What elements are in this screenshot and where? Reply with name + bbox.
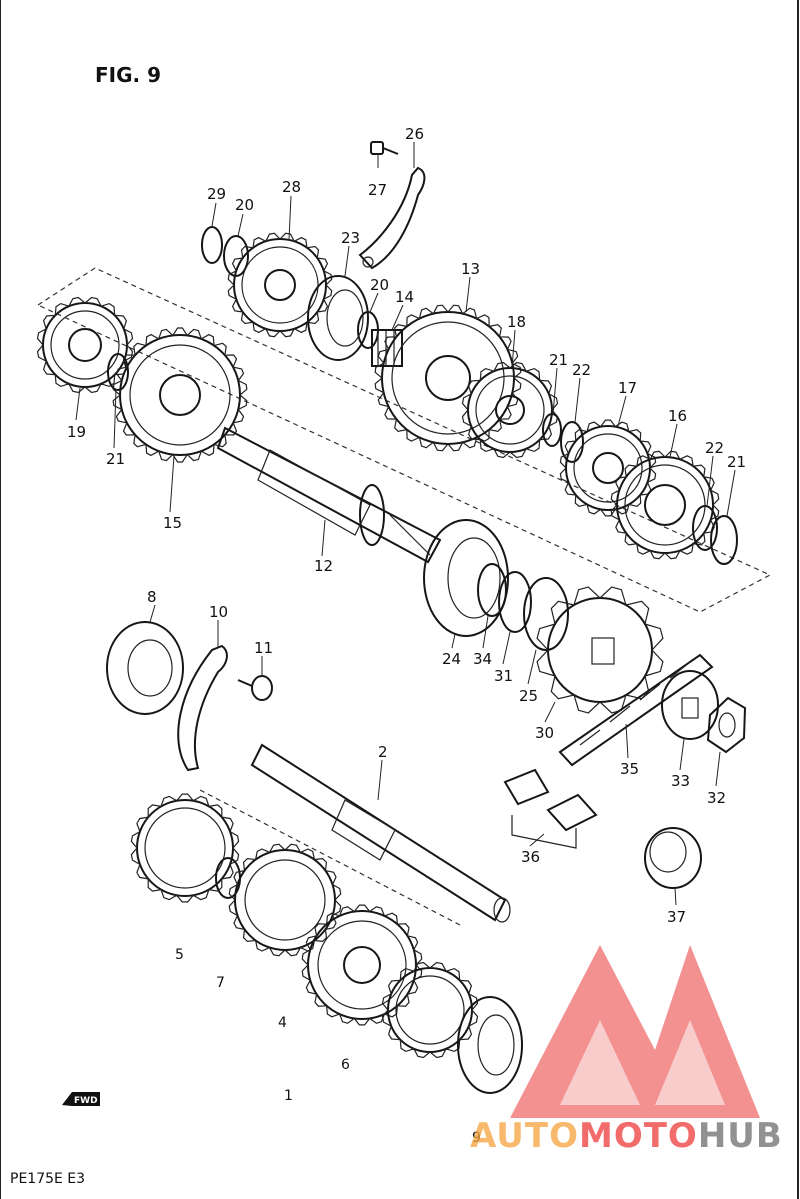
callout-4: 4 [278, 1015, 287, 1031]
countershaft-group-outline [36, 267, 772, 613]
retainer-plate-10 [177, 644, 228, 772]
callout-15: 15 [163, 514, 182, 532]
callout-35: 35 [620, 760, 639, 778]
driveshaft-2 [250, 743, 511, 923]
callout-18: 18 [507, 313, 526, 331]
callout-20a: 20 [235, 196, 254, 214]
leader-lines [75, 142, 736, 906]
callout-13: 13 [461, 260, 480, 278]
callout-16: 16 [668, 407, 687, 425]
callout-26: 26 [405, 125, 424, 143]
watermark-moto: MOTO [579, 1116, 698, 1156]
circlip-29 [201, 226, 223, 264]
bearing-24 [423, 519, 509, 637]
callout-2: 2 [378, 743, 388, 761]
callout-11: 11 [254, 639, 273, 657]
callout-8: 8 [147, 588, 157, 606]
callout-33: 33 [671, 772, 690, 790]
watermark-text: AUTOMOTOHUB [470, 1116, 783, 1156]
washer-22a [560, 421, 584, 463]
gear-28 [227, 232, 333, 338]
spacer-25 [523, 577, 569, 651]
drive-chain-35 [558, 653, 714, 767]
callout-22a: 22 [572, 361, 591, 379]
diagram-code: PE175E E3 [10, 1171, 85, 1187]
callout-32: 32 [707, 789, 726, 807]
gear-5 [130, 793, 240, 903]
nut-32 [706, 696, 747, 754]
callout-23: 23 [341, 229, 360, 247]
callout-24: 24 [442, 650, 461, 668]
gear-13 [374, 304, 522, 452]
callout-6: 6 [341, 1057, 350, 1073]
forward-direction-arrow: FWD [62, 1092, 100, 1106]
callout-labels: 26 27 29 20 28 23 20 14 13 18 21 22 17 1… [67, 125, 746, 1146]
watermark-auto: AUTO [470, 1116, 579, 1156]
spacer-34 [477, 563, 507, 617]
washer-22b [692, 505, 718, 551]
figure-title: FIG. 9 [95, 63, 161, 87]
callout-36: 36 [521, 848, 540, 866]
needle-bearing-14 [371, 329, 403, 367]
callout-30: 30 [535, 724, 554, 742]
callout-20b: 20 [370, 276, 389, 294]
bearing-9 [457, 996, 523, 1094]
callout-10: 10 [209, 603, 228, 621]
callout-7: 7 [216, 975, 225, 991]
screw-11 [237, 675, 273, 701]
gear-17 [559, 419, 657, 517]
callout-17: 17 [618, 379, 637, 397]
forward-arrow-label: FWD [74, 1096, 98, 1106]
bearing-8 [106, 621, 184, 715]
callout-21b: 21 [549, 351, 568, 369]
callout-25: 25 [519, 687, 538, 705]
gear-1 [381, 961, 479, 1059]
gear-16 [610, 450, 720, 560]
callout-9: 9 [472, 1130, 481, 1146]
retainer-plate-26 [358, 166, 426, 270]
callout-37: 37 [667, 908, 686, 926]
gear-15 [112, 327, 248, 463]
callout-5: 5 [175, 947, 184, 963]
callout-28: 28 [282, 178, 301, 196]
callout-22b: 22 [705, 439, 724, 457]
callout-14: 14 [395, 288, 414, 306]
callout-21c: 21 [727, 453, 746, 471]
countershaft-12 [216, 426, 442, 564]
callout-21a: 21 [106, 450, 125, 468]
callout-12: 12 [314, 557, 333, 575]
chain-joint-36 [503, 768, 598, 849]
gear-4 [228, 843, 342, 957]
callout-29: 29 [207, 185, 226, 203]
watermark-logo: AUTOMOTOHUB [470, 945, 783, 1156]
callout-34: 34 [473, 650, 492, 668]
driveshaft-axis-line [199, 789, 461, 926]
bolt-27 [370, 141, 399, 155]
oil-seal-31 [498, 571, 532, 633]
callout-1: 1 [284, 1088, 293, 1104]
cap-37 [644, 827, 702, 889]
circlip-21a [107, 353, 129, 391]
lock-washer-33 [661, 670, 719, 740]
bearing-23 [307, 275, 369, 361]
gear-6 [301, 904, 423, 1026]
circlip-21b [542, 413, 562, 447]
callout-19: 19 [67, 423, 86, 441]
callout-31: 31 [494, 667, 513, 685]
gear-18 [461, 361, 559, 459]
watermark-hub: HUB [698, 1116, 783, 1156]
triangle-m-logo-icon [510, 945, 760, 1118]
circlip-21c [710, 515, 738, 565]
callout-27: 27 [368, 181, 387, 199]
washer-20a [223, 235, 249, 277]
